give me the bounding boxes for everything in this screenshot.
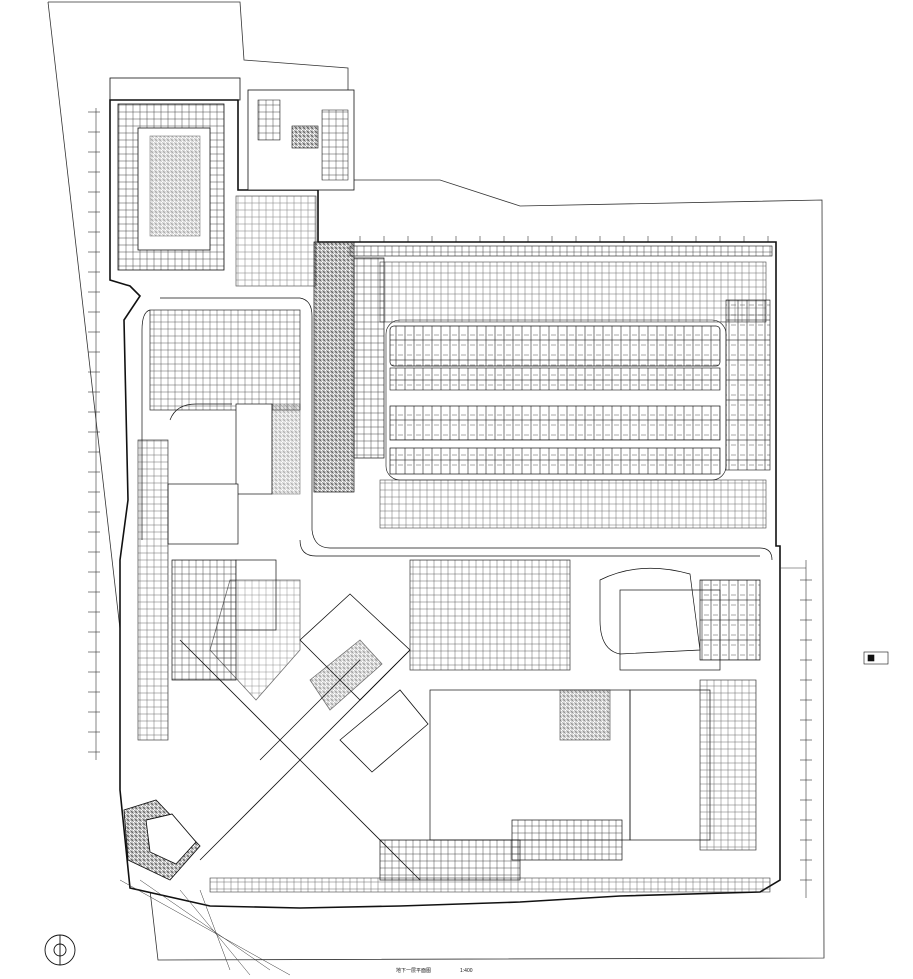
drawing-title: 地下一层平面图 <box>396 967 431 974</box>
legend-box <box>863 651 889 665</box>
east-dimension <box>780 560 807 898</box>
northwest-block <box>109 77 355 287</box>
north-arrow-icon <box>44 934 76 966</box>
retail-zone <box>379 559 761 881</box>
southwest-core <box>123 799 201 881</box>
grid-ticks-left <box>88 111 100 753</box>
site-boundary <box>47 1 825 961</box>
leader-lines <box>119 879 291 976</box>
ramp-band <box>313 241 385 493</box>
parking-area <box>349 245 773 529</box>
south-band <box>209 877 771 893</box>
central-atrium <box>179 579 429 881</box>
drawing-scale: 1:400 <box>460 968 473 974</box>
